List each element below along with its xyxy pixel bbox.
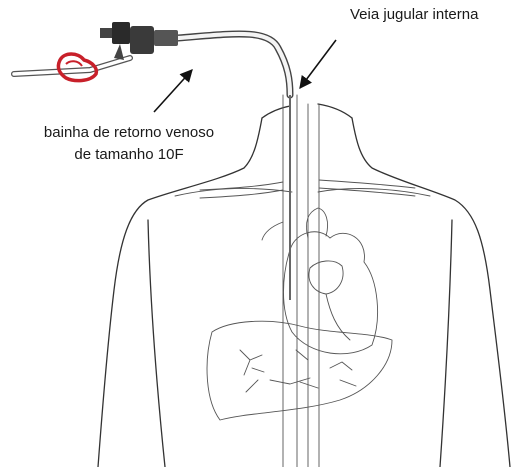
label-sheath-line2: de tamanho 10F — [74, 146, 184, 163]
label-sheath-line1: bainha de retorno venoso — [43, 124, 215, 141]
label-sheath: bainha de retorno venoso de tamanho 10F — [11, 122, 247, 166]
clamp — [56, 52, 99, 83]
catheter-sheath — [11, 22, 294, 300]
arrow-sheath — [153, 69, 193, 113]
vessels — [199, 94, 416, 467]
label-jugular: Veia jugular interna — [350, 6, 479, 23]
arrow-jugular — [299, 39, 337, 90]
body-outline — [97, 103, 511, 467]
liver — [206, 320, 393, 421]
heart — [283, 207, 378, 355]
